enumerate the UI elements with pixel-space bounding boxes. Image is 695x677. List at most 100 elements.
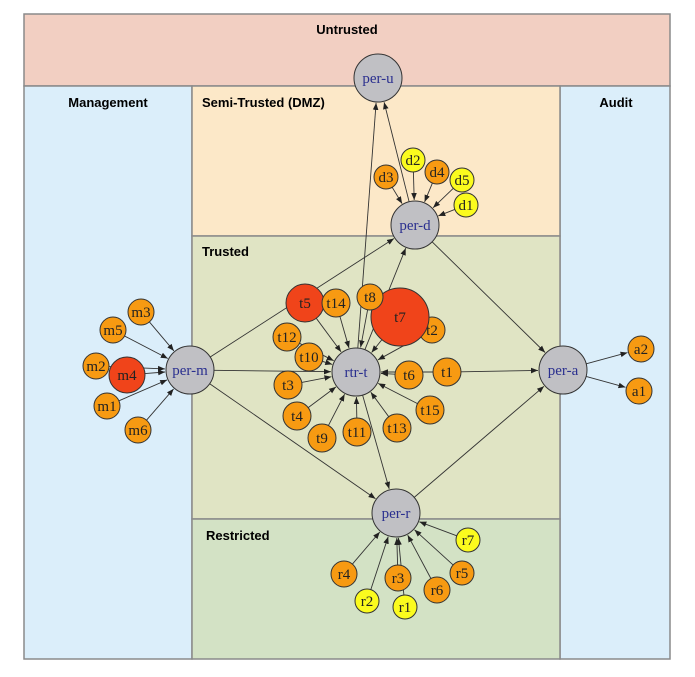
node-per-r[interactable]: per-r xyxy=(371,488,421,538)
node-a1[interactable]: a1 xyxy=(625,377,653,405)
node-r7[interactable]: r7 xyxy=(455,527,481,553)
node-d1[interactable]: d1 xyxy=(453,192,479,218)
node-t9[interactable]: t9 xyxy=(307,423,337,453)
node-d4[interactable]: d4 xyxy=(424,159,450,185)
edge-t9-to-rtr-t xyxy=(328,393,345,426)
node-t5[interactable]: t5 xyxy=(285,283,325,323)
edge-t10-to-rtr-t xyxy=(322,359,333,365)
node-label-per-m: per-m xyxy=(172,363,208,379)
zone-untrusted xyxy=(23,13,671,87)
node-r6[interactable]: r6 xyxy=(423,576,451,604)
node-m4[interactable]: m4 xyxy=(108,356,146,394)
node-m3[interactable]: m3 xyxy=(127,298,155,326)
node-label-d5: d5 xyxy=(455,173,470,189)
node-t15[interactable]: t15 xyxy=(415,395,445,425)
node-circle-t12 xyxy=(272,322,302,352)
node-r5[interactable]: r5 xyxy=(449,560,475,586)
node-label-r6: r6 xyxy=(431,583,444,599)
node-circle-a1 xyxy=(625,377,653,405)
node-t7[interactable]: t7 xyxy=(370,287,430,347)
edge-d4-to-per-d xyxy=(424,182,433,203)
node-label-t5: t5 xyxy=(299,296,311,312)
node-label-r2: r2 xyxy=(361,594,374,610)
node-d2[interactable]: d2 xyxy=(400,147,426,173)
node-label-t2: t2 xyxy=(426,323,438,339)
node-circle-m1 xyxy=(93,392,121,420)
node-circle-t3 xyxy=(273,370,303,400)
node-label-r1: r1 xyxy=(399,600,412,616)
node-r4[interactable]: r4 xyxy=(330,560,358,588)
node-m5[interactable]: m5 xyxy=(99,316,127,344)
node-circle-t13 xyxy=(382,413,412,443)
node-circle-d5 xyxy=(449,167,475,193)
node-label-r7: r7 xyxy=(462,533,475,549)
node-circle-m4 xyxy=(108,356,146,394)
edge-per-a-to-a1 xyxy=(585,375,626,389)
node-d3[interactable]: d3 xyxy=(373,164,399,190)
node-label-per-u: per-u xyxy=(362,71,394,87)
edge-m5-to-per-m xyxy=(124,335,169,359)
node-t3[interactable]: t3 xyxy=(273,370,303,400)
node-t1[interactable]: t1 xyxy=(432,357,462,387)
edge-per-r-to-per-a xyxy=(413,385,545,498)
zone-label-trusted: Trusted xyxy=(202,244,249,259)
node-rtr-t[interactable]: rtr-t xyxy=(331,347,381,397)
node-label-t13: t13 xyxy=(387,421,406,437)
edge-t3-to-rtr-t xyxy=(301,375,332,383)
node-circle-rtr-t xyxy=(331,347,381,397)
node-circle-m3 xyxy=(127,298,155,326)
node-d5[interactable]: d5 xyxy=(449,167,475,193)
edge-r7-to-per-r xyxy=(419,521,457,537)
node-label-t6: t6 xyxy=(403,368,415,384)
node-m6[interactable]: m6 xyxy=(124,416,152,444)
node-label-m6: m6 xyxy=(128,423,148,439)
node-t8[interactable]: t8 xyxy=(356,283,384,311)
node-label-r3: r3 xyxy=(392,571,405,587)
edge-r3-to-per-r xyxy=(394,537,400,566)
node-label-t4: t4 xyxy=(291,409,303,425)
zone-label-dmz: Semi-Trusted (DMZ) xyxy=(202,95,325,110)
edge-per-d-to-per-u xyxy=(383,102,410,202)
node-t13[interactable]: t13 xyxy=(382,413,412,443)
node-circle-t4 xyxy=(282,401,312,431)
node-a2[interactable]: a2 xyxy=(627,335,655,363)
edge-t15-to-rtr-t xyxy=(377,382,418,405)
edge-r6-to-per-r xyxy=(407,534,432,579)
node-circle-r4 xyxy=(330,560,358,588)
zone-label-untrusted: Untrusted xyxy=(316,22,377,37)
edge-per-m-to-rtr-t xyxy=(213,368,332,375)
edge-d3-to-per-d xyxy=(391,187,403,204)
node-m2[interactable]: m2 xyxy=(82,352,110,380)
node-m1[interactable]: m1 xyxy=(93,392,121,420)
node-t12[interactable]: t12 xyxy=(272,322,302,352)
edge-m6-to-per-m xyxy=(146,388,174,421)
node-per-a[interactable]: per-a xyxy=(538,345,588,395)
node-label-per-r: per-r xyxy=(382,506,411,522)
node-per-u[interactable]: per-u xyxy=(353,53,403,103)
node-circle-t1 xyxy=(432,357,462,387)
node-t14[interactable]: t14 xyxy=(321,288,351,318)
node-t11[interactable]: t11 xyxy=(342,417,372,447)
node-per-d[interactable]: per-d xyxy=(390,200,440,250)
node-t4[interactable]: t4 xyxy=(282,401,312,431)
node-r1[interactable]: r1 xyxy=(392,594,418,620)
node-circle-d4 xyxy=(424,159,450,185)
zone-label-management: Management xyxy=(68,95,148,110)
edge-rtr-t-to-per-u xyxy=(357,102,379,349)
edge-per-d-to-per-a xyxy=(431,241,546,353)
node-per-m[interactable]: per-m xyxy=(165,345,215,395)
node-t10[interactable]: t10 xyxy=(294,342,324,372)
edge-t13-to-rtr-t xyxy=(370,391,390,417)
node-r2[interactable]: r2 xyxy=(354,588,380,614)
node-label-d1: d1 xyxy=(459,198,474,214)
node-circle-t11 xyxy=(342,417,372,447)
node-circle-d2 xyxy=(400,147,426,173)
node-r3[interactable]: r3 xyxy=(384,564,412,592)
node-label-t14: t14 xyxy=(326,296,346,312)
node-t6[interactable]: t6 xyxy=(394,360,424,390)
zone-dmz xyxy=(191,85,561,237)
edge-d2-to-per-d xyxy=(411,171,417,201)
node-circle-t15 xyxy=(415,395,445,425)
node-label-a2: a2 xyxy=(634,342,648,358)
